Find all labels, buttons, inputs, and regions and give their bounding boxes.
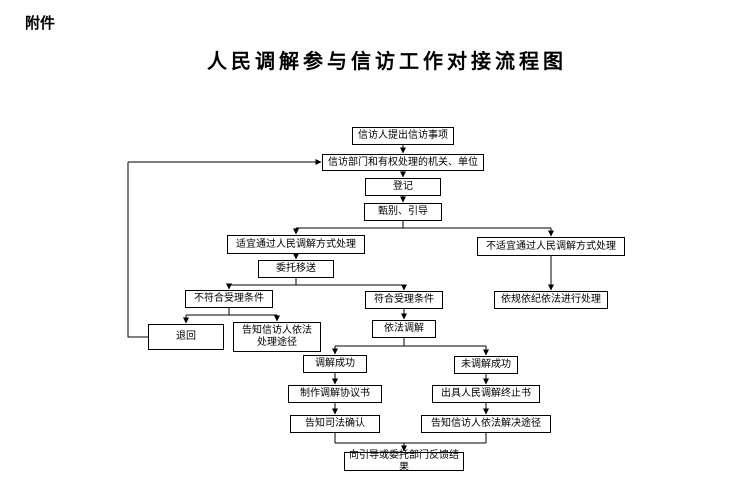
node-agreement: 制作调解协议书: [288, 385, 382, 403]
node-handle-by-law: 依规依纪依法进行处理: [494, 291, 608, 309]
node-petition: 信访人提出信访事项: [352, 127, 454, 145]
node-screening: 甄别、引导: [364, 203, 442, 221]
node-fail: 未调解成功: [454, 356, 518, 374]
node-register: 登记: [365, 178, 441, 196]
node-terminate: 出具人民调解终止书: [432, 385, 540, 403]
node-inform-resolve: 告知信访人依法解决途径: [421, 415, 551, 433]
node-return: 退回: [148, 324, 224, 350]
node-mediate: 依法调解: [372, 320, 436, 338]
node-success: 调解成功: [303, 355, 367, 373]
node-judicial-confirm: 告知司法确认: [290, 415, 380, 433]
node-unsuitable: 不适宜通过人民调解方式处理: [477, 237, 625, 256]
attachment-label: 附件: [25, 15, 56, 32]
node-accepted: 符合受理条件: [365, 291, 443, 309]
node-inform-legal-way: 告知信访人依法 处理途径: [233, 322, 321, 352]
node-entrust: 委托移送: [258, 260, 334, 278]
node-not-accepted: 不符合受理条件: [185, 290, 273, 308]
node-authority: 信访部门和有权处理的机关、单位: [322, 154, 484, 171]
node-suitable: 适宜通过人民调解方式处理: [227, 235, 365, 254]
node-feedback: 向引导或委托部门反馈结果: [344, 450, 464, 473]
page-title: 人民调解参与信访工作对接流程图: [207, 51, 567, 73]
